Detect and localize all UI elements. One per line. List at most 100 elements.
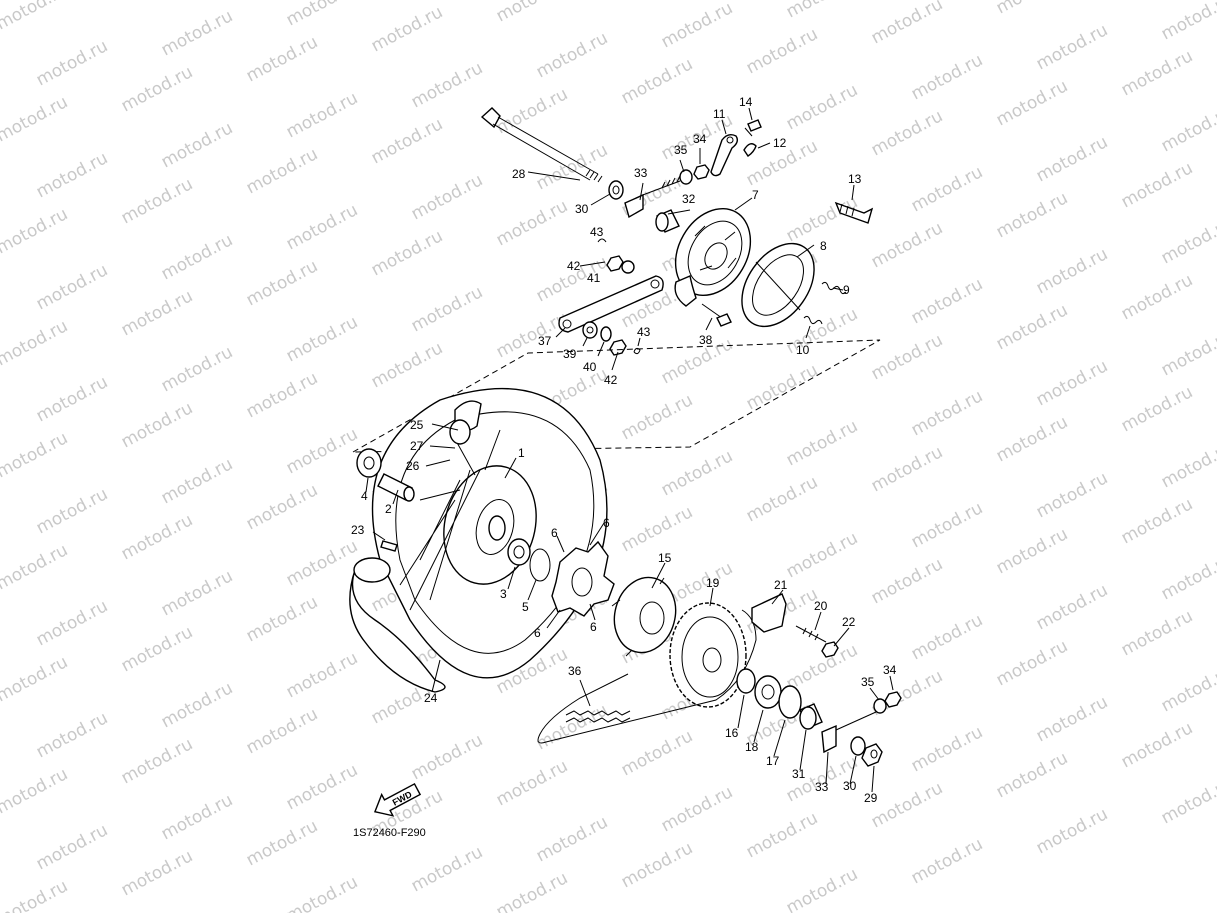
watermark-text: motod.ru (283, 872, 361, 913)
watermark-text: motod.ru (908, 610, 986, 664)
watermark-text: motod.ru (868, 442, 946, 496)
watermark-text: motod.ru (618, 502, 696, 556)
watermark-text: motod.ru (408, 282, 486, 336)
watermark-text: motod.ru (0, 540, 71, 594)
watermark-text: motod.ru (1158, 214, 1217, 268)
label-25: 25 (410, 418, 424, 432)
nut-34-top (694, 165, 709, 179)
watermark-text: motod.ru (283, 648, 361, 702)
watermark-text: motod.ru (1118, 158, 1196, 212)
watermark-text: motod.ru (993, 0, 1071, 18)
label-32: 32 (682, 192, 696, 206)
watermark-text: motod.ru (1033, 132, 1111, 186)
watermark-text: motod.ru (283, 536, 361, 590)
watermark-text: motod.ru (783, 528, 861, 582)
watermark-text: motod.ru (118, 622, 196, 676)
watermark-text: motod.ru (493, 868, 571, 913)
watermark-text: motod.ru (158, 230, 236, 284)
watermark-text: motod.ru (908, 50, 986, 104)
watermark-text: motod.ru (283, 200, 361, 254)
label-21: 21 (774, 578, 788, 592)
watermark-text: motod.ru (33, 820, 111, 874)
watermark-text: motod.ru (283, 424, 361, 478)
watermark-text: motod.ru (1158, 438, 1217, 492)
sprocket-19 (670, 603, 746, 707)
label-13: 13 (848, 172, 862, 186)
watermark-text: motod.ru (158, 342, 236, 396)
pin-43-upper (598, 239, 606, 242)
watermark-text: motod.ru (0, 92, 71, 146)
label-2: 2 (385, 502, 392, 516)
watermark-text: motod.ru (33, 708, 111, 762)
nut-42-upper (607, 256, 623, 271)
watermark-text: motod.ru (908, 386, 986, 440)
watermark-text: motod.ru (993, 748, 1071, 802)
label-17: 17 (766, 754, 780, 768)
bearing-18 (755, 676, 781, 708)
label-29: 29 (864, 791, 878, 805)
bolt-38 (702, 304, 731, 326)
watermark-text: motod.ru (908, 722, 986, 776)
label-41: 41 (587, 271, 601, 285)
watermark-text: motod.ru (743, 808, 821, 862)
watermark-text: motod.ru (0, 876, 71, 913)
watermark-text: motod.ru (158, 118, 236, 172)
watermark-text: motod.ru (618, 54, 696, 108)
watermark-text: motod.ru (1033, 468, 1111, 522)
watermark-text: motod.ru (0, 0, 71, 34)
watermark-text: motod.ru (0, 316, 71, 370)
watermark-text: motod.ru (283, 312, 361, 366)
washer-41 (622, 261, 634, 273)
watermark-text: motod.ru (743, 360, 821, 414)
washer-30-top (609, 181, 623, 199)
watermark-text: motod.ru (783, 0, 861, 22)
watermark-text: motod.ru (658, 446, 736, 500)
watermark-text: motod.ru (868, 218, 946, 272)
label-6-b: 6 (603, 516, 610, 530)
nut-35-bottom (874, 699, 886, 713)
watermark-text: motod.ru (1033, 804, 1111, 858)
watermark-text: motod.ru (368, 226, 446, 280)
watermark-text: motod.ru (908, 834, 986, 888)
watermark-text: motod.ru (1033, 692, 1111, 746)
label-26: 26 (406, 459, 420, 473)
watermark-text: motod.ru (368, 2, 446, 56)
watermark-text: motod.ru (493, 756, 571, 810)
watermark-text: motod.ru (533, 28, 611, 82)
watermark-text: motod.ru (118, 174, 196, 228)
watermark-text: motod.ru (118, 0, 196, 4)
label-9: 9 (843, 283, 850, 297)
watermark-text: motod.ru (1033, 244, 1111, 298)
label-38: 38 (699, 333, 713, 347)
label-18: 18 (745, 740, 759, 754)
label-33-top: 33 (634, 166, 648, 180)
label-30-bottom: 30 (843, 779, 857, 793)
watermark-text: motod.ru (618, 838, 696, 892)
oil-seal-17 (779, 686, 801, 718)
watermark-text: motod.ru (993, 524, 1071, 578)
label-34-bottom: 34 (883, 663, 897, 677)
watermark-text: motod.ru (283, 760, 361, 814)
label-30-top: 30 (575, 202, 589, 216)
plate-21 (752, 594, 786, 632)
watermark-text: motod.ru (493, 196, 571, 250)
watermark-text: motod.ru (1033, 20, 1111, 74)
watermark-text: motod.ru (658, 0, 736, 52)
watermark-text: motod.ru (868, 0, 946, 48)
label-43-bottom: 43 (637, 325, 651, 339)
label-35-bottom: 35 (861, 675, 875, 689)
label-24: 24 (424, 691, 438, 705)
watermark-text: motod.ru (743, 24, 821, 78)
watermark-text: motod.ru (908, 274, 986, 328)
watermark-text: motod.ru (118, 398, 196, 452)
watermark-text: motod.ru (533, 140, 611, 194)
watermark-text: motod.ru (1158, 774, 1217, 828)
label-14: 14 (739, 95, 753, 109)
watermark-text: motod.ru (868, 554, 946, 608)
label-4: 4 (361, 489, 368, 503)
watermark-text: motod.ru (1118, 382, 1196, 436)
watermark-text: motod.ru (158, 566, 236, 620)
